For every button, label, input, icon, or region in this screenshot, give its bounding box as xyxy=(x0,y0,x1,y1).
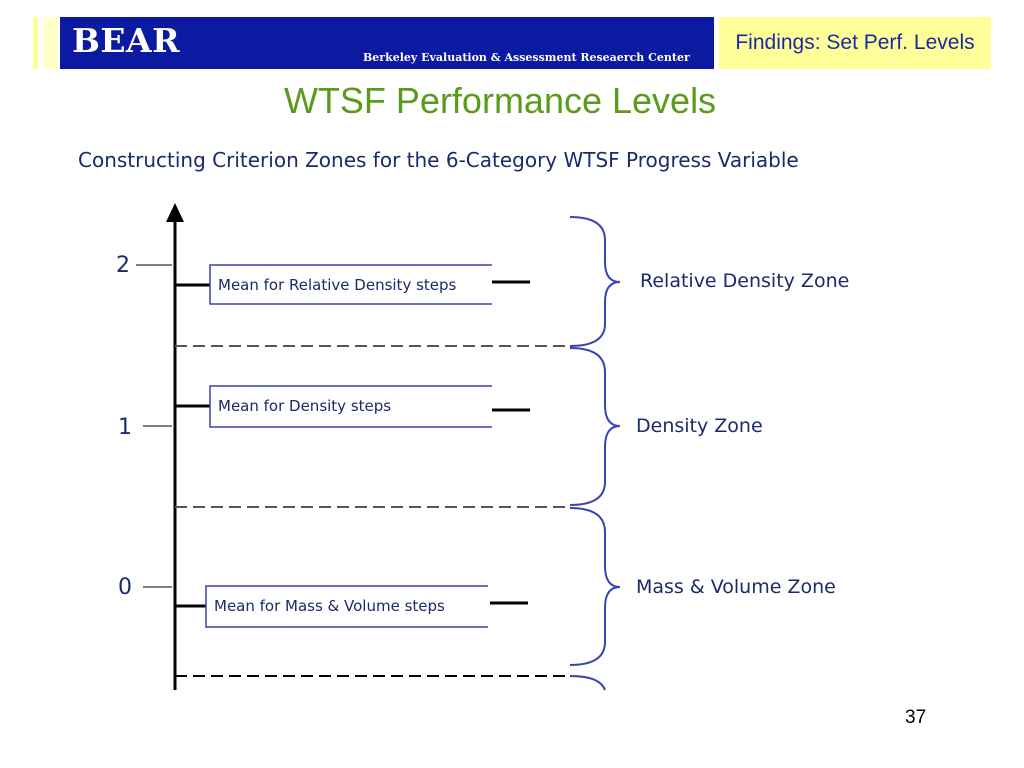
mean-box-mass-volume xyxy=(205,585,488,628)
mean-box-density xyxy=(209,385,492,428)
mean-label-mass-volume: Mean for Mass & Volume steps xyxy=(214,597,445,615)
axis-tick-label-2: 2 xyxy=(116,253,130,278)
zone-label-density: Density Zone xyxy=(636,415,763,437)
brace-relative-density xyxy=(569,216,621,347)
header-accent-bar xyxy=(33,17,38,69)
header-stripe-inner xyxy=(44,17,58,69)
zone-label-mass-volume: Mass & Volume Zone xyxy=(636,576,836,598)
page-number: 37 xyxy=(905,707,927,728)
mean-label-relative-density: Mean for Relative Density steps xyxy=(218,276,457,294)
axis-tick-label-0: 0 xyxy=(118,575,132,600)
axis-arrow-icon xyxy=(166,203,184,222)
header-stripe xyxy=(41,17,60,69)
brace-next xyxy=(569,675,606,691)
section-label: Findings: Set Perf. Levels xyxy=(735,31,975,54)
zone-label-relative-density: Relative Density Zone xyxy=(640,270,849,292)
diagram-title: Constructing Criterion Zones for the 6-C… xyxy=(78,148,799,172)
bear-logo: BEAR xyxy=(72,21,181,60)
header-banner xyxy=(41,17,714,69)
section-label-box: Findings: Set Perf. Levels xyxy=(719,17,991,69)
brace-density xyxy=(569,347,621,506)
slide-title: WTSF Performance Levels xyxy=(283,80,717,121)
mean-box-relative-density xyxy=(209,264,492,305)
mean-label-density: Mean for Density steps xyxy=(218,397,391,415)
axis-tick-label-1: 1 xyxy=(118,415,132,440)
brace-mass-volume xyxy=(569,507,621,666)
organization-name: Berkeley Evaluation & Assessment Reseaer… xyxy=(363,51,690,64)
